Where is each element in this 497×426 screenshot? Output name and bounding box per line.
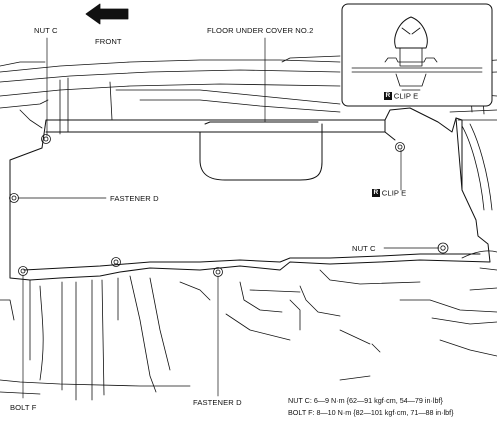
label-clip-e-inset-text: CLIP E xyxy=(393,91,419,101)
label-floor-under-cover: FLOOR UNDER COVER NO.2 xyxy=(207,26,314,35)
label-fastener-d-left: FASTENER D xyxy=(110,194,159,203)
fastener-clip-e xyxy=(395,142,405,152)
fastener-bolt-f-2 xyxy=(111,257,121,267)
spec-nut-c: NUT C: 6—9 N·m {62—91 kgf·cm, 54—79 in·l… xyxy=(288,396,443,405)
fastener-d-bottom xyxy=(213,267,223,277)
label-clip-e-main-text: CLIP E xyxy=(381,188,407,198)
label-nut-c-right: NUT C xyxy=(352,244,376,253)
label-front: FRONT xyxy=(95,37,122,46)
label-nut-c-top: NUT C xyxy=(34,26,58,35)
clip-e-inset xyxy=(341,3,493,107)
fastener-nut-c-top xyxy=(41,134,51,144)
fastener-d-left xyxy=(9,193,19,203)
leader-lines xyxy=(17,37,440,399)
label-bolt-f: BOLT F xyxy=(10,403,37,412)
floor-under-cover xyxy=(9,107,491,281)
front-arrow-icon xyxy=(85,3,129,25)
fastener-nut-c-right xyxy=(437,242,449,254)
label-fastener-d-bottom: FASTENER D xyxy=(193,398,242,407)
fastener-bolt-f xyxy=(18,266,28,276)
chassis-lower xyxy=(0,267,497,401)
spec-bolt-f: BOLT F: 8—10 N·m {82—101 kgf·cm, 71—88 i… xyxy=(288,408,454,417)
replace-mark-icon: R xyxy=(384,92,392,100)
replace-mark-icon: R xyxy=(372,189,380,197)
